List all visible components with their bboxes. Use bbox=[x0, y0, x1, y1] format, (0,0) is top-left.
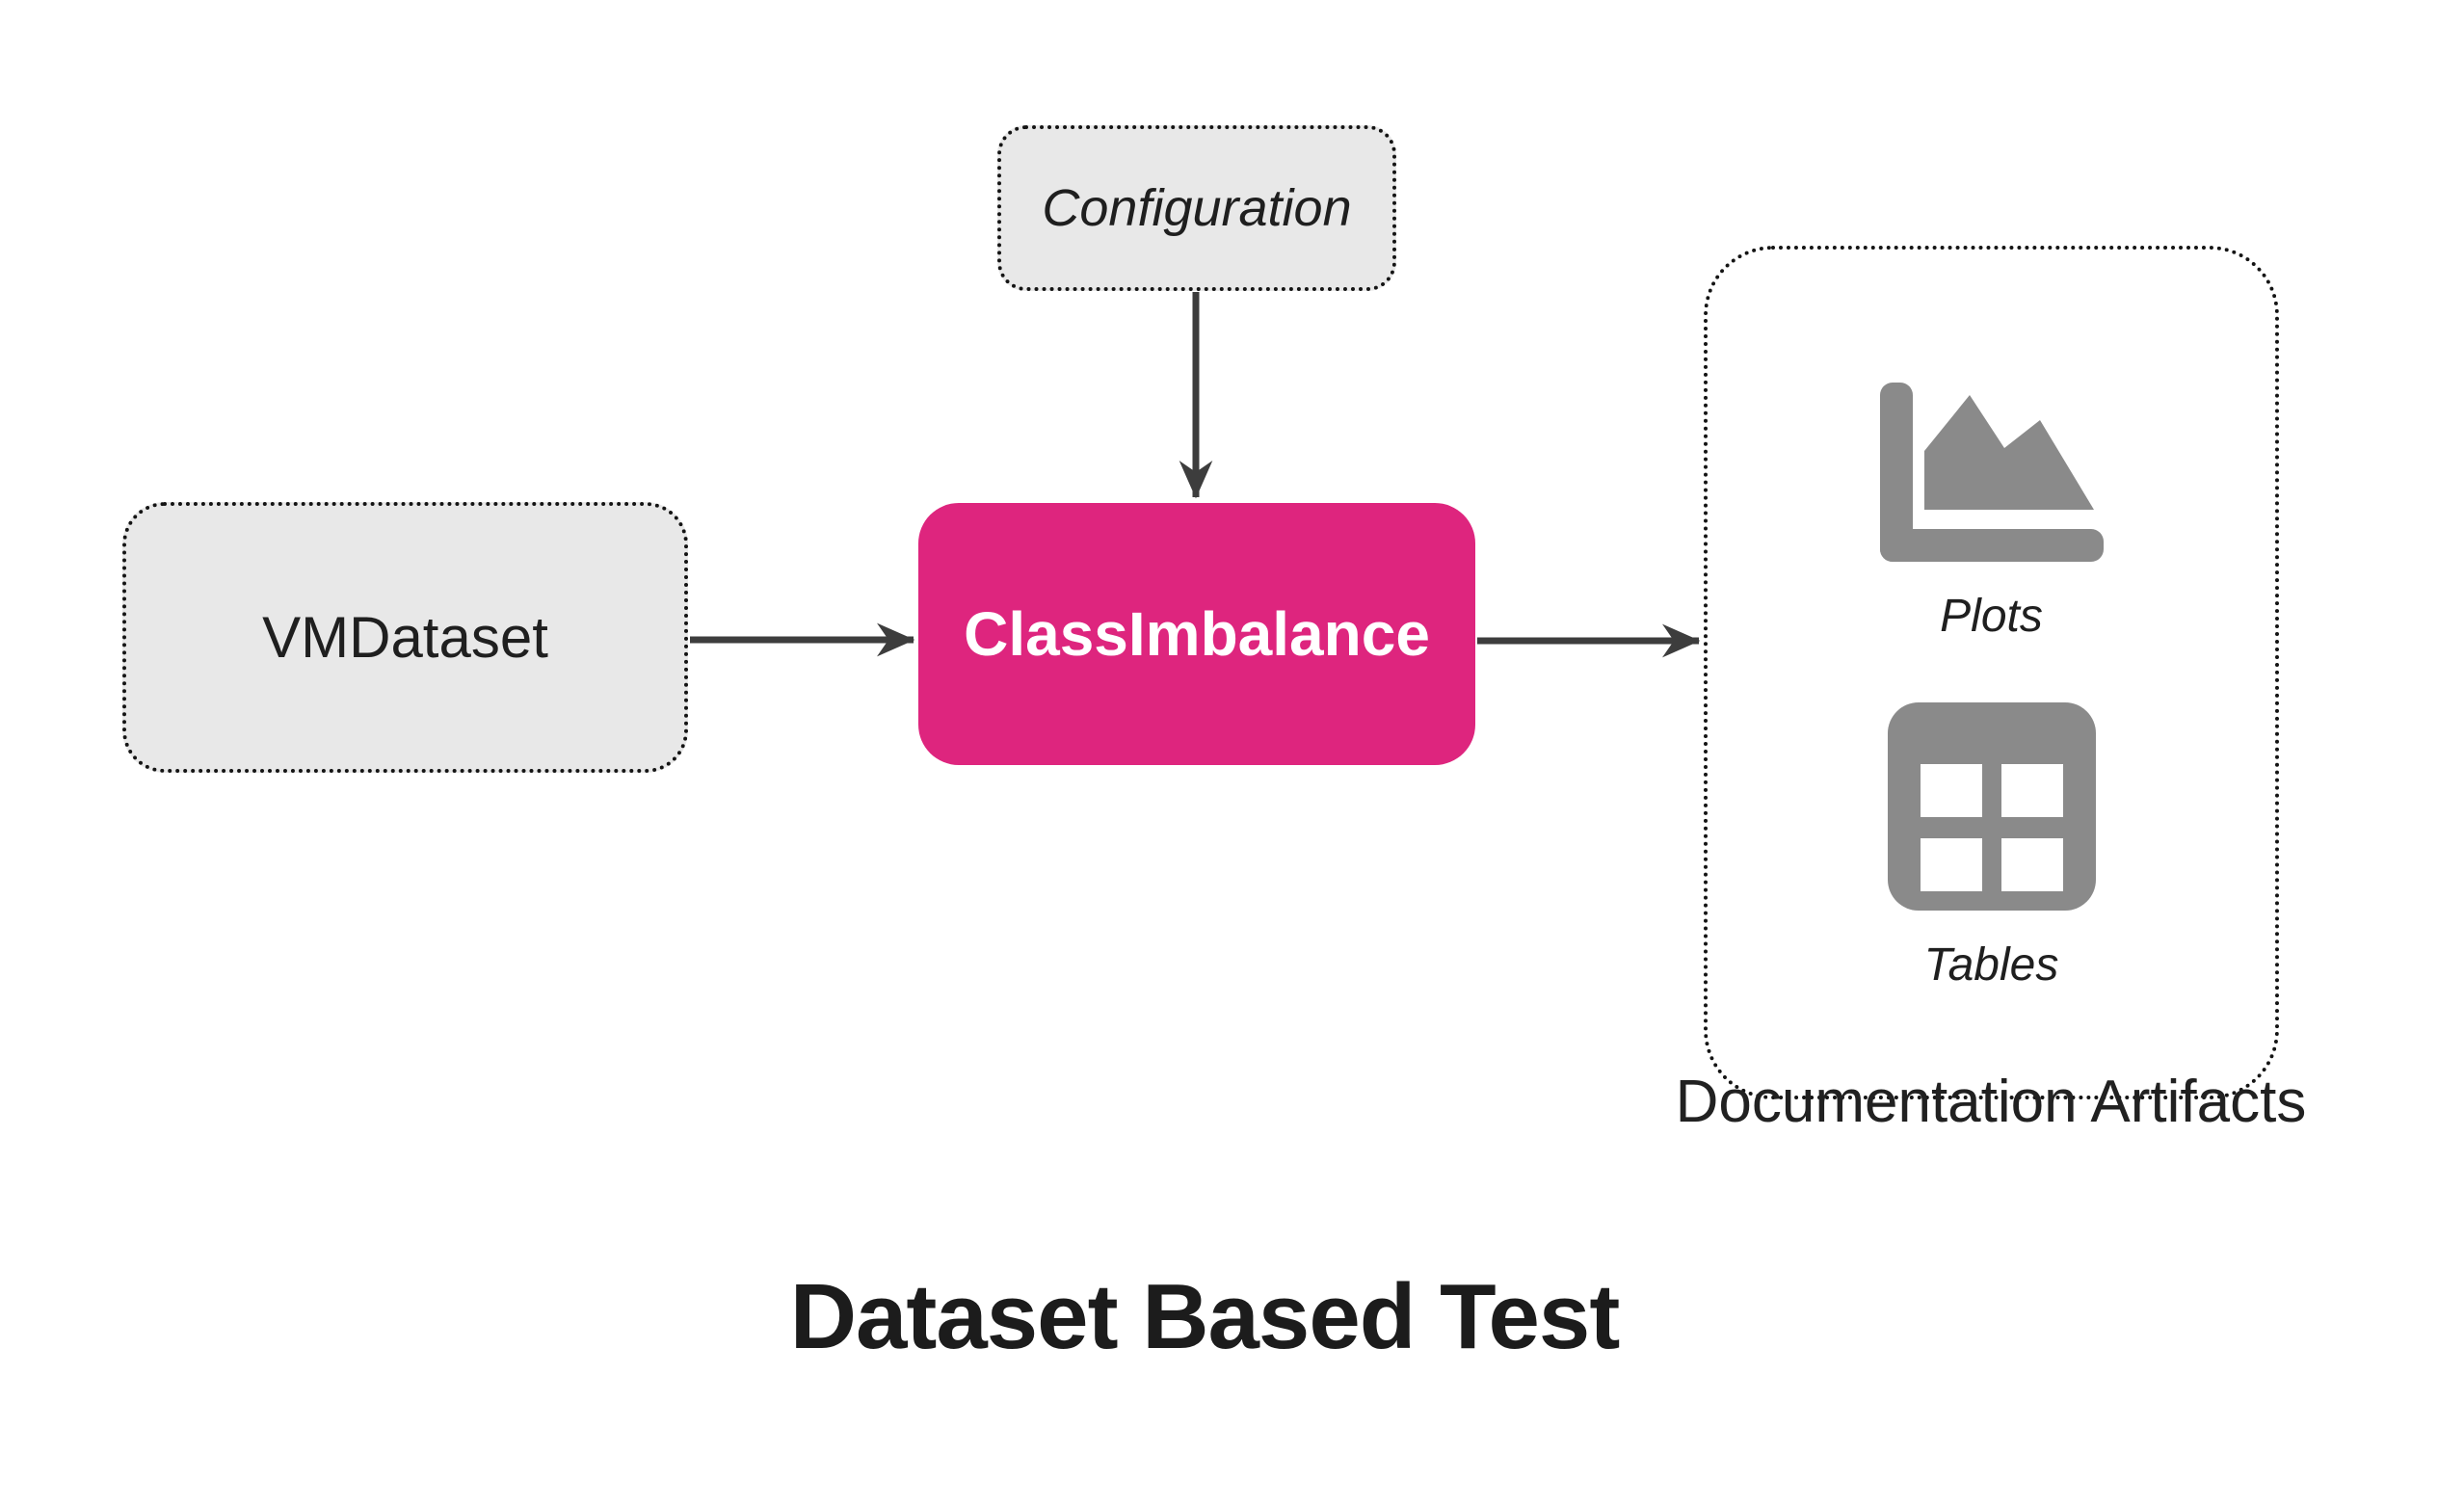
node-class-imbalance: ClassImbalance bbox=[918, 503, 1475, 765]
node-class-imbalance-label: ClassImbalance bbox=[964, 599, 1430, 669]
node-vmdataset: VMDataset bbox=[122, 502, 688, 773]
artifact-plots: Plots bbox=[1879, 383, 2104, 643]
tables-label: Tables bbox=[1923, 939, 2059, 991]
documentation-artifacts-caption: Documentation Artifacts bbox=[1675, 1069, 2307, 1135]
node-vmdataset-label: VMDataset bbox=[262, 605, 548, 670]
diagram-title: Dataset Based Test bbox=[789, 1265, 1621, 1368]
table-icon bbox=[1887, 702, 2096, 915]
plots-label: Plots bbox=[1940, 591, 2043, 642]
artifact-tables: Tables bbox=[1887, 702, 2096, 991]
node-configuration-label: Configuration bbox=[1042, 179, 1352, 237]
node-configuration: Configuration bbox=[997, 125, 1396, 291]
documentation-artifacts-box: Plots Tables bbox=[1704, 246, 2279, 1099]
area-chart-icon bbox=[1879, 383, 2104, 567]
